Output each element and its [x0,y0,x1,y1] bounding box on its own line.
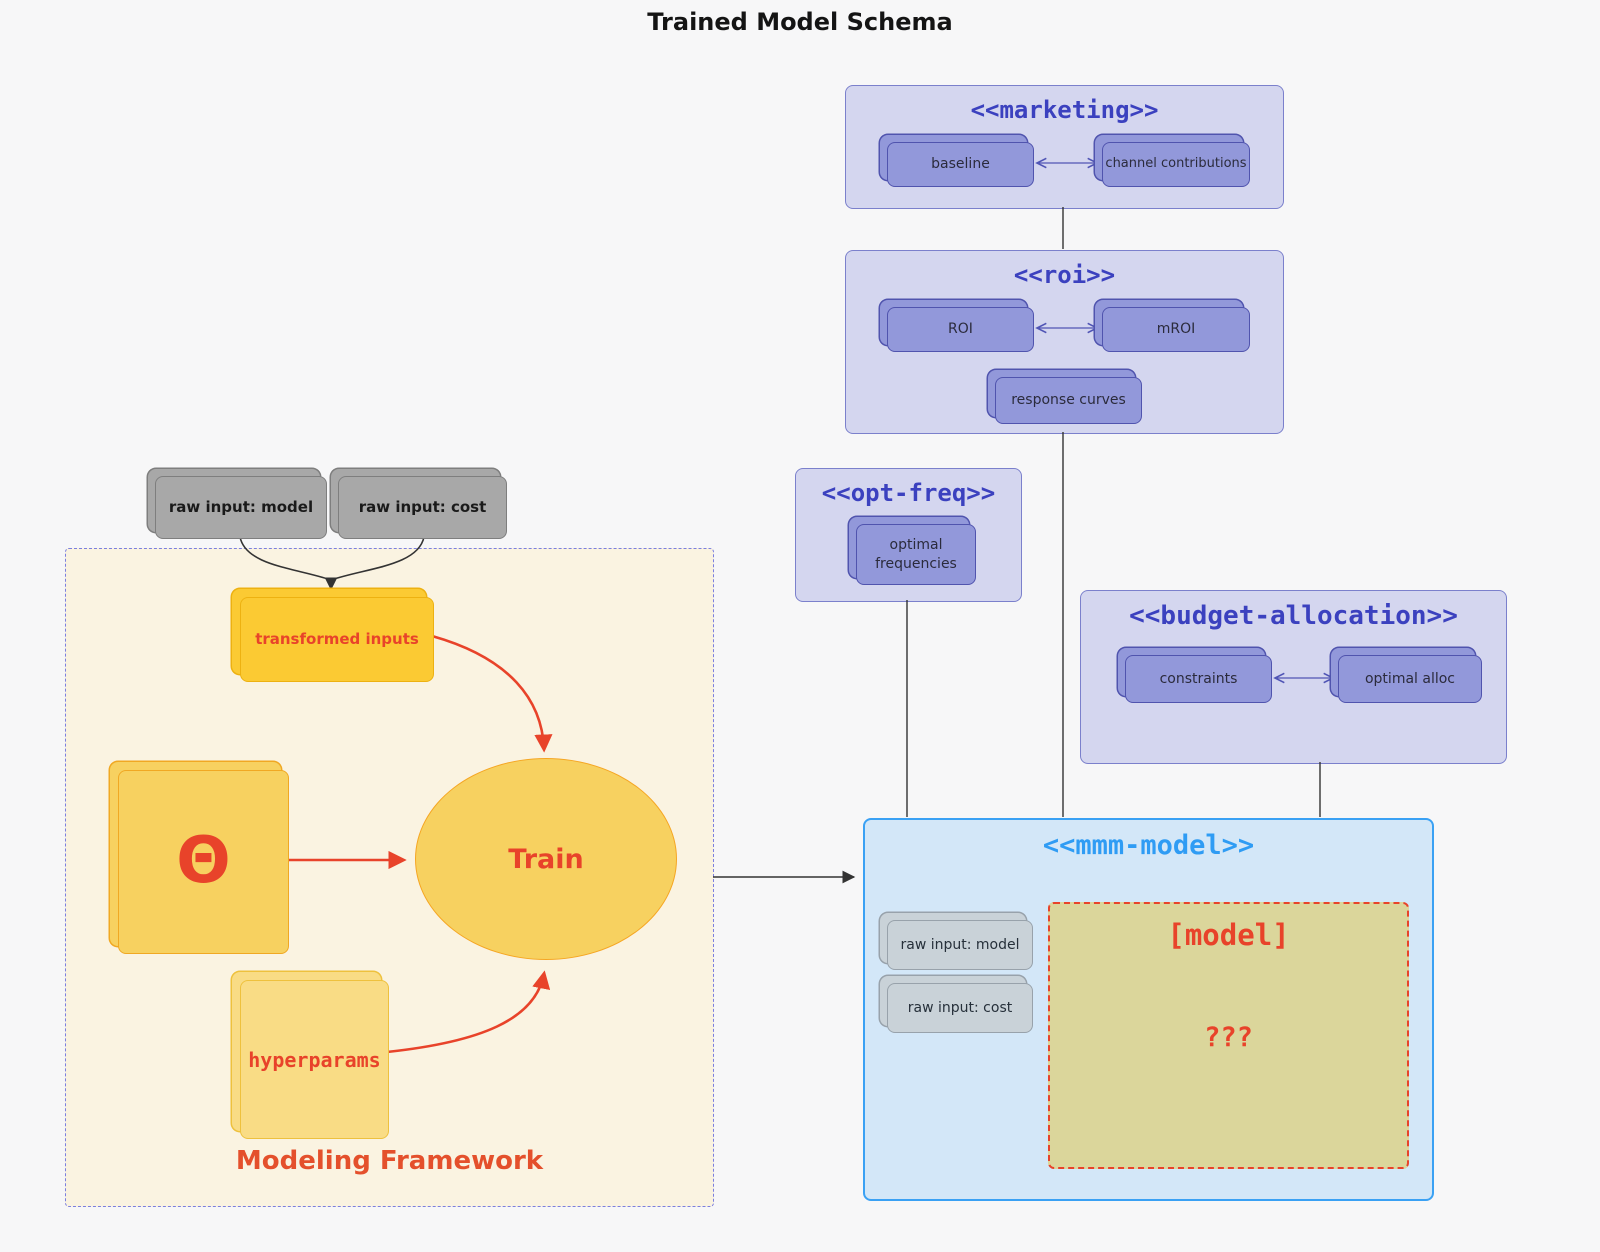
marketing-container-title: <<marketing>> [970,96,1159,124]
node-roi: ROI [887,307,1034,352]
node-baseline: baseline [887,142,1034,187]
opt-freq-container-title: <<opt-freq>> [821,479,996,507]
model-box-placeholder: ??? [1204,1022,1253,1053]
node-constraints: constraints [1125,655,1272,703]
diagram-title: Trained Model Schema [647,8,953,36]
node-optimal-alloc: optimal alloc [1338,655,1482,703]
node-raw-input-model: raw input: model [155,476,327,539]
roi-container-title: <<roi>> [1013,261,1116,289]
node-raw-input-cost: raw input: cost [338,476,507,539]
node-theta: Θ [118,770,289,954]
node-optimal-frequencies: optimal frequencies [856,524,976,585]
model-placeholder-box: [model] ??? [1048,902,1409,1169]
node-hyperparams: hyperparams [240,980,389,1139]
budget-allocation-container-title: <<budget-allocation>> [1129,601,1458,631]
node-mmm-raw-input-model: raw input: model [887,920,1033,970]
node-response-curves: response curves [995,377,1142,424]
node-mroi: mROI [1102,307,1250,352]
node-mmm-raw-input-cost: raw input: cost [887,983,1033,1033]
node-train: Train [415,758,677,960]
node-transformed-inputs: transformed inputs [240,597,434,682]
node-channel-contributions: channel contributions [1102,142,1250,187]
modeling-framework-label: Modeling Framework [235,1146,544,1176]
theta-glyph: Θ [176,824,231,899]
model-box-title: [model] [1167,918,1290,952]
mmm-model-container-title: <<mmm-model>> [1042,830,1255,861]
